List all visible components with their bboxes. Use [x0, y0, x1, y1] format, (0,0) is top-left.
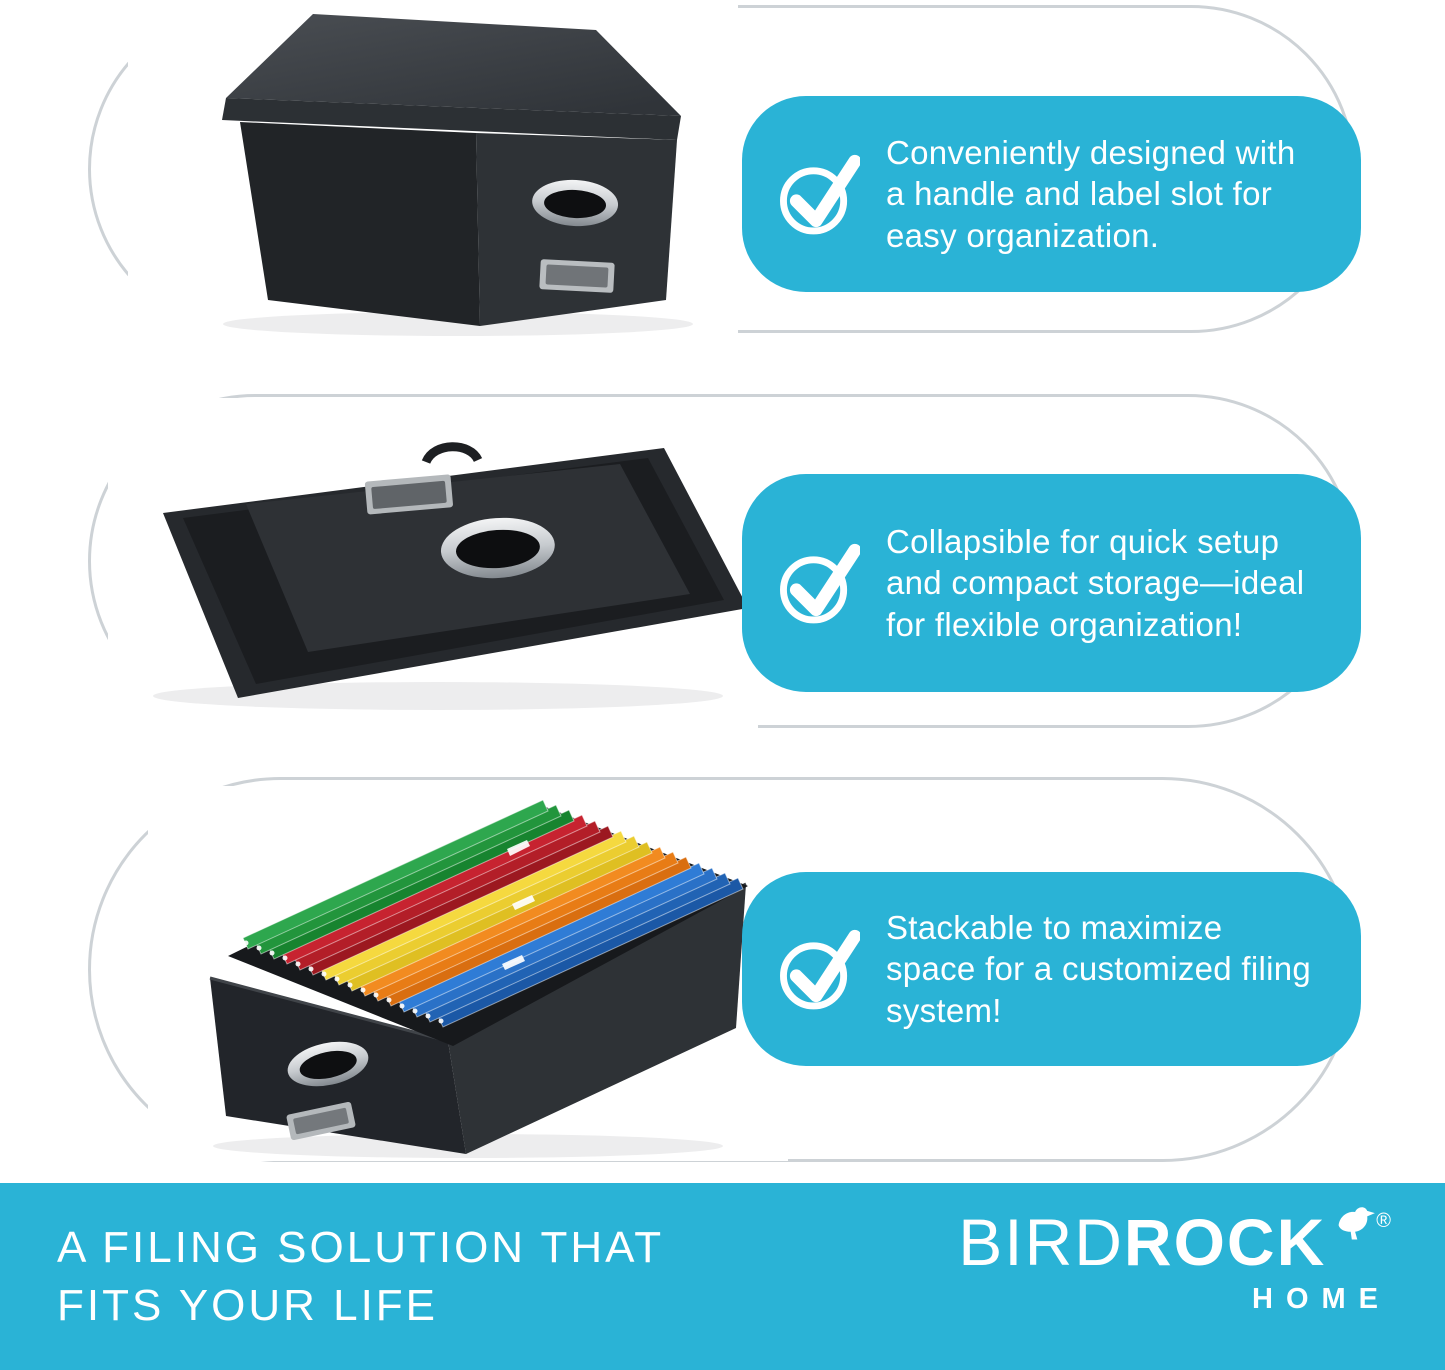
collapsed-box-illustration [153, 442, 748, 710]
bird-icon [1338, 1207, 1376, 1240]
label-slot [286, 1101, 356, 1141]
checkmark-icon [780, 929, 860, 1010]
checkmark-icon [780, 154, 860, 235]
callout-stackable: Stackable to maximize space for a custom… [742, 872, 1361, 1066]
callout-collapsible: Collapsible for quick setup and compact … [742, 474, 1361, 692]
file-box-illustration [209, 799, 748, 1158]
callout-text-1: Conveniently designed with a handle and … [886, 133, 1296, 254]
product-photo-collapsed-box [108, 398, 758, 728]
callout-text-3: Stackable to maximize space for a custom… [886, 908, 1312, 1029]
brand-rock-text: ROCK [1123, 1205, 1327, 1279]
product-photo-file-box [148, 786, 788, 1161]
brand-wordmark: BIRD ROCK ® [958, 1205, 1393, 1279]
brand-home-text: HOME [1252, 1283, 1391, 1315]
label-slot [364, 474, 453, 515]
closed-box-illustration [222, 14, 693, 336]
metal-handle [532, 179, 619, 227]
hanging-file-folders [242, 799, 744, 1028]
tagline-line-2: FITS YOUR LIFE [57, 1281, 439, 1331]
tagline-line-1: A FILING SOLUTION THAT [57, 1223, 665, 1272]
callout-handle-label: Conveniently designed with a handle and … [742, 96, 1361, 292]
metal-handle [287, 1041, 369, 1087]
brand-bird-text: BIRD [958, 1205, 1124, 1279]
strap-loop [421, 442, 483, 465]
product-photo-closed-box [128, 0, 738, 338]
checkmark-icon [780, 543, 860, 624]
folder-tabs [502, 840, 535, 970]
registered-mark: ® [1376, 1210, 1393, 1232]
footer-banner: A FILING SOLUTION THAT FITS YOUR LIFE BI… [0, 1183, 1445, 1370]
folder-rod-tips [243, 940, 444, 1024]
brand-logo: BIRD ROCK ® HOME [958, 1205, 1393, 1316]
label-slot [539, 259, 615, 293]
footer-tagline: A FILING SOLUTION THAT FITS YOUR LIFE [57, 1219, 664, 1335]
metal-handle [440, 517, 555, 579]
callout-text-2: Collapsible for quick setup and compact … [886, 522, 1305, 643]
